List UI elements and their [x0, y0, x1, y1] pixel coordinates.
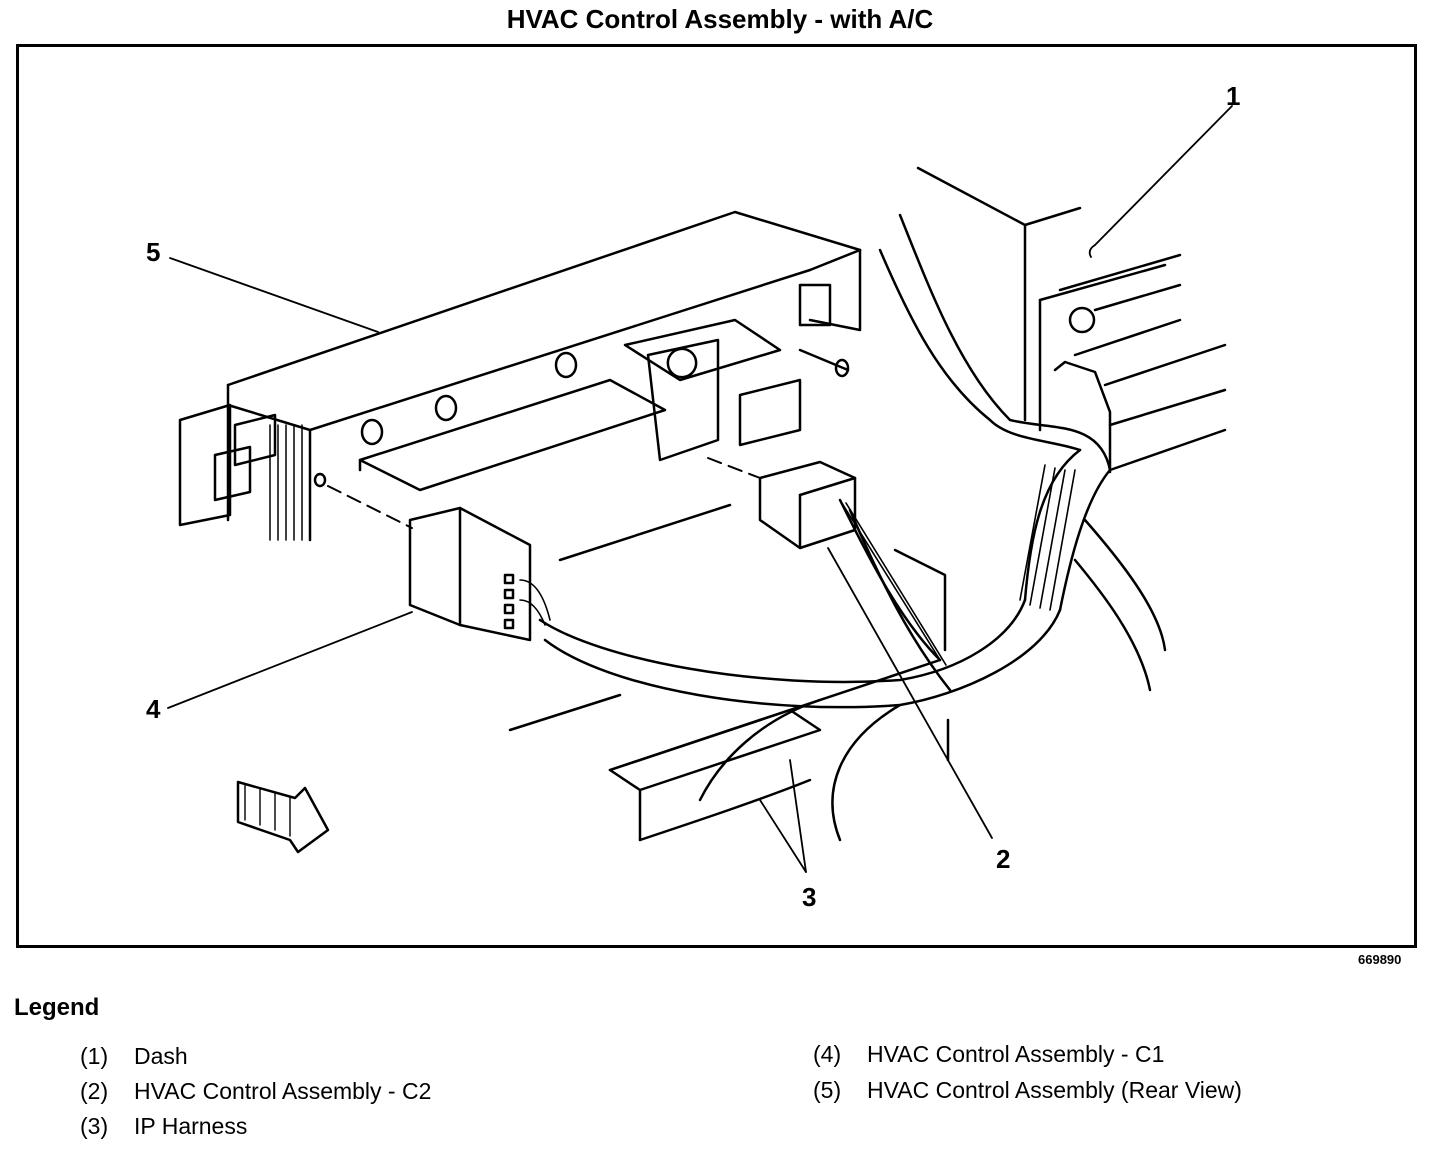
callout-3: 3 [802, 882, 816, 912]
hvac-assembly-illustration: 1 2 3 4 5 [146, 81, 1240, 912]
callout-1: 1 [1226, 81, 1240, 111]
diagram-frame [16, 44, 1417, 948]
legend-item-label: HVAC Control Assembly - C1 [867, 1041, 1165, 1067]
panel-lines [508, 503, 950, 772]
connector-c1 [408, 506, 532, 642]
callout-2: 2 [996, 844, 1010, 874]
legend-item-label: IP Harness [134, 1113, 248, 1139]
alignment-lines [327, 457, 761, 529]
connector-c2 [758, 460, 857, 550]
ip-harness [519, 213, 1167, 842]
figure-id: 669890 [1358, 952, 1402, 967]
legend-item-label: HVAC Control Assembly (Rear View) [867, 1077, 1242, 1103]
legend-item-number: (3) [80, 1113, 109, 1139]
legend-item-number: (2) [80, 1078, 109, 1104]
legend-item: (1) Dash [80, 1043, 188, 1070]
legend-item: (3) IP Harness [80, 1113, 247, 1140]
legend-item-number: (1) [80, 1043, 109, 1069]
legend-item-number: (5) [813, 1077, 842, 1103]
legend-item-label: Dash [134, 1043, 188, 1069]
leader-lines [167, 105, 1233, 873]
legend-item-number: (4) [813, 1041, 842, 1067]
control-assembly-body [178, 210, 862, 542]
callout-4: 4 [146, 694, 161, 724]
legend-item: (5) HVAC Control Assembly (Rear View) [813, 1077, 1242, 1104]
legend-item: (4) HVAC Control Assembly - C1 [813, 1041, 1164, 1068]
forward-arrow-icon [236, 780, 330, 854]
diagram-title: HVAC Control Assembly - with A/C [506, 4, 934, 34]
legend-item-label: HVAC Control Assembly - C2 [134, 1078, 432, 1104]
dash-structure [916, 166, 1227, 474]
legend-heading: Legend [14, 994, 100, 1021]
callout-5: 5 [146, 237, 160, 267]
legend-item: (2) HVAC Control Assembly - C2 [80, 1078, 431, 1105]
